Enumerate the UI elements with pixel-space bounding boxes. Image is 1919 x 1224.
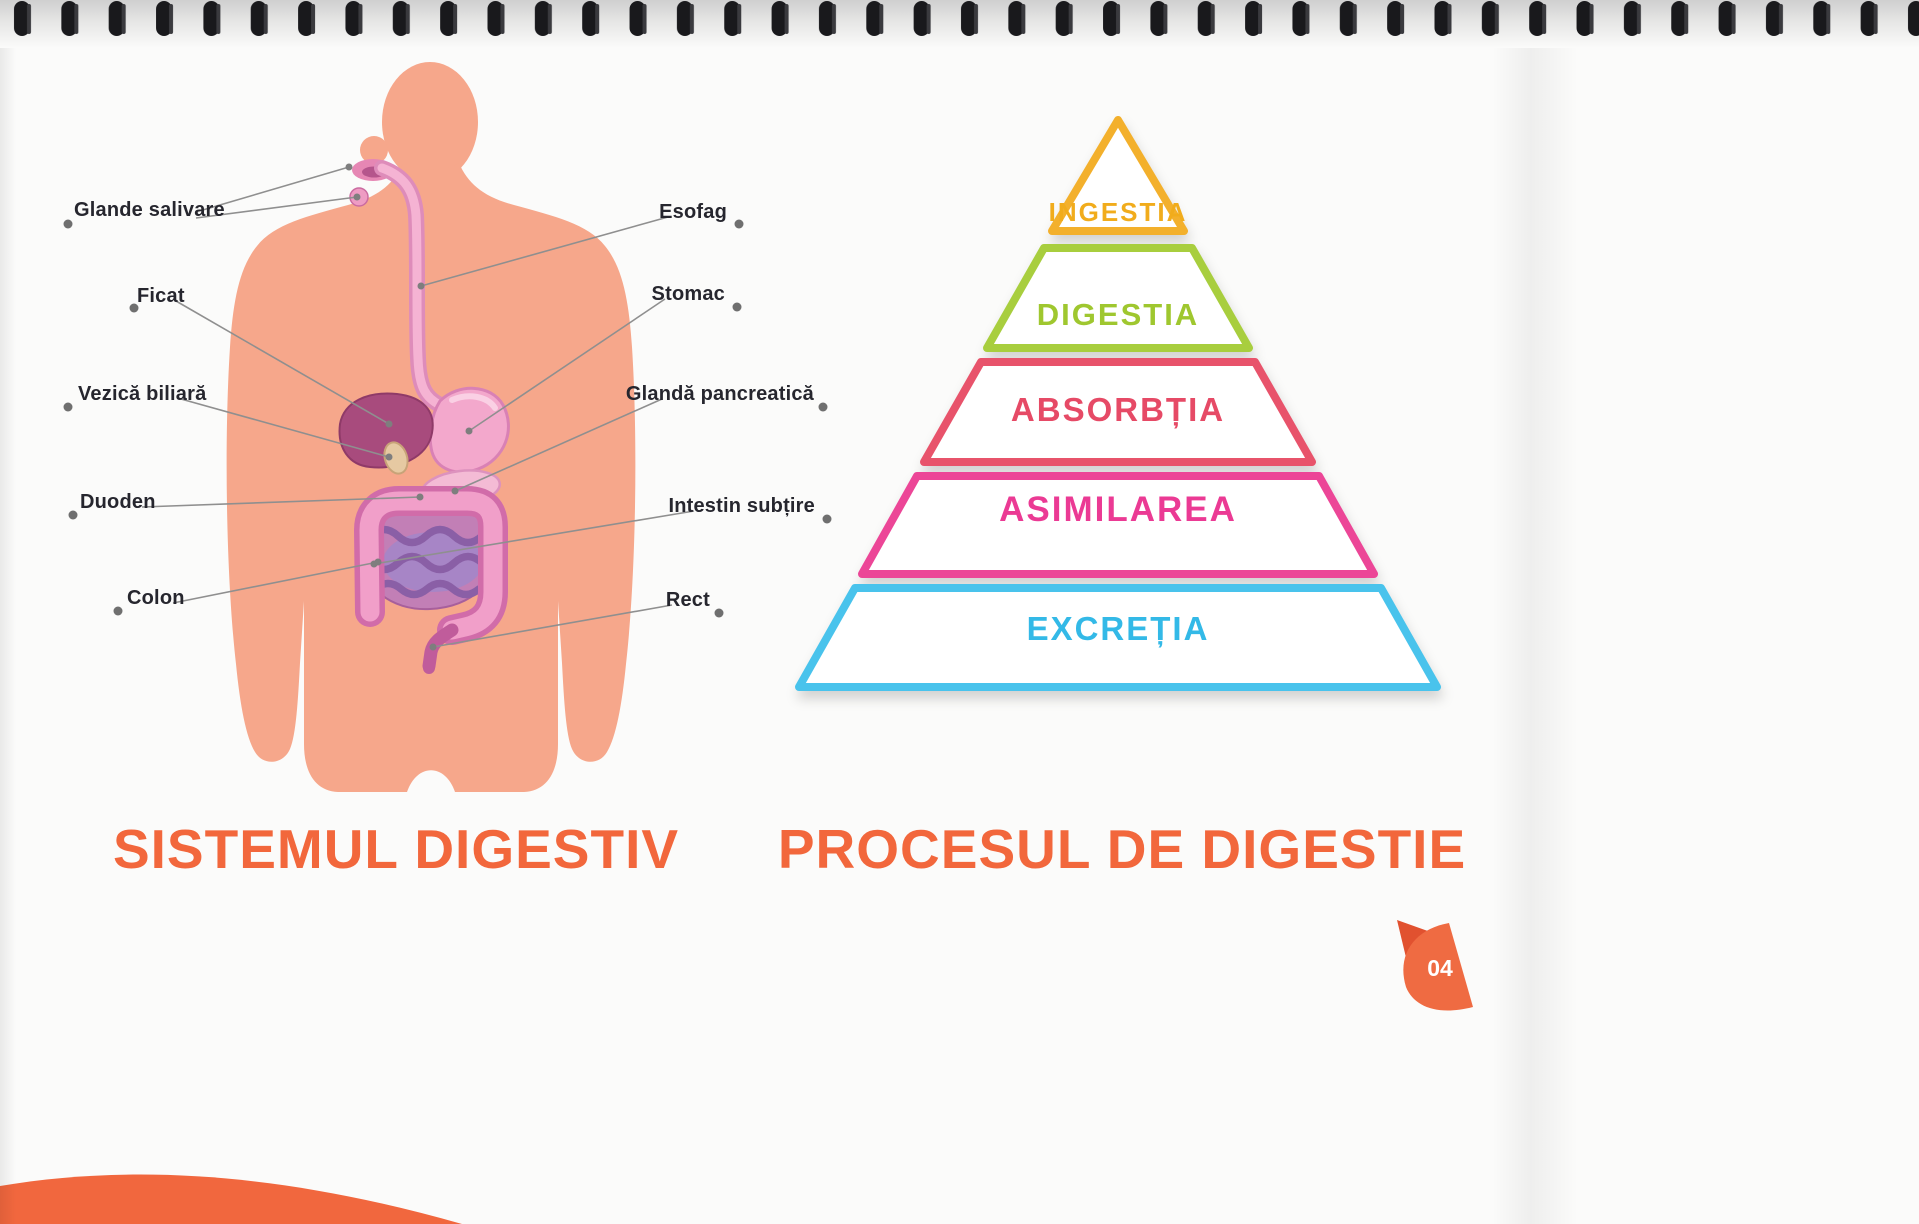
anatomy-section-title: SISTEMUL DIGESTIV	[112, 818, 680, 880]
bottom-accent-swoosh	[0, 1174, 462, 1224]
leg-notch	[407, 770, 455, 792]
nose-shape	[360, 136, 388, 164]
label-intestin-subtire: Intestin subțire	[668, 495, 815, 517]
pancreas-shape	[420, 469, 502, 507]
label-dots	[63, 219, 832, 618]
stomach-highlight	[449, 393, 498, 411]
page-number: 04	[1427, 955, 1453, 981]
rectum-tip	[423, 662, 435, 674]
page-edge-shade-right	[1492, 48, 1578, 1224]
pyramid-label-excretia: EXCREȚIA	[1026, 610, 1210, 647]
colon-inner	[359, 491, 503, 640]
stomach-shape	[428, 386, 510, 474]
label-duoden: Duoden	[80, 491, 156, 513]
page-edge-shade-left	[0, 48, 16, 1224]
human-silhouette	[226, 62, 636, 792]
digestive-organs	[338, 159, 510, 674]
pyramid-label-ingestia: INGESTIA	[1048, 197, 1188, 227]
process-section-title: PROCESUL DE DIGESTIE	[777, 818, 1467, 880]
pyramid-label-asimilarea: ASIMILAREA	[999, 490, 1237, 529]
mouth-shape	[352, 159, 394, 181]
spiral-coils	[0, 0, 1919, 44]
pyramid-label-absorbtia: ABSORBȚIA	[1010, 391, 1226, 428]
label-stomac: Stomac	[651, 283, 725, 305]
label-rect: Rect	[665, 589, 710, 611]
colon-shape	[354, 486, 508, 645]
intestine-coils	[366, 525, 486, 599]
gallbladder-shape	[383, 441, 409, 475]
salivary-gland-shape	[349, 187, 369, 207]
label-glande-salivare: Glande salivare	[74, 199, 225, 221]
oral-cavity-shape	[362, 166, 386, 178]
label-glanda-pancreatica: Glandă pancreatică	[625, 383, 814, 405]
spiral-binding	[0, 0, 1919, 44]
esophagus-inner	[377, 163, 445, 410]
label-colon: Colon	[127, 587, 185, 609]
organ-end-dots	[345, 163, 473, 651]
intestine-center	[383, 532, 483, 592]
label-ficat: Ficat	[137, 285, 185, 307]
label-vezica-biliara: Vezică biliară	[78, 383, 207, 405]
liver-shape	[338, 392, 434, 469]
small-intestine-shape	[359, 505, 499, 611]
pyramid-label-digestia: DIGESTIA	[1036, 297, 1200, 332]
label-esofag: Esofag	[659, 201, 727, 223]
esophagus-shape	[374, 160, 448, 413]
leader-lines	[141, 166, 695, 648]
rectum-shape	[422, 623, 459, 673]
